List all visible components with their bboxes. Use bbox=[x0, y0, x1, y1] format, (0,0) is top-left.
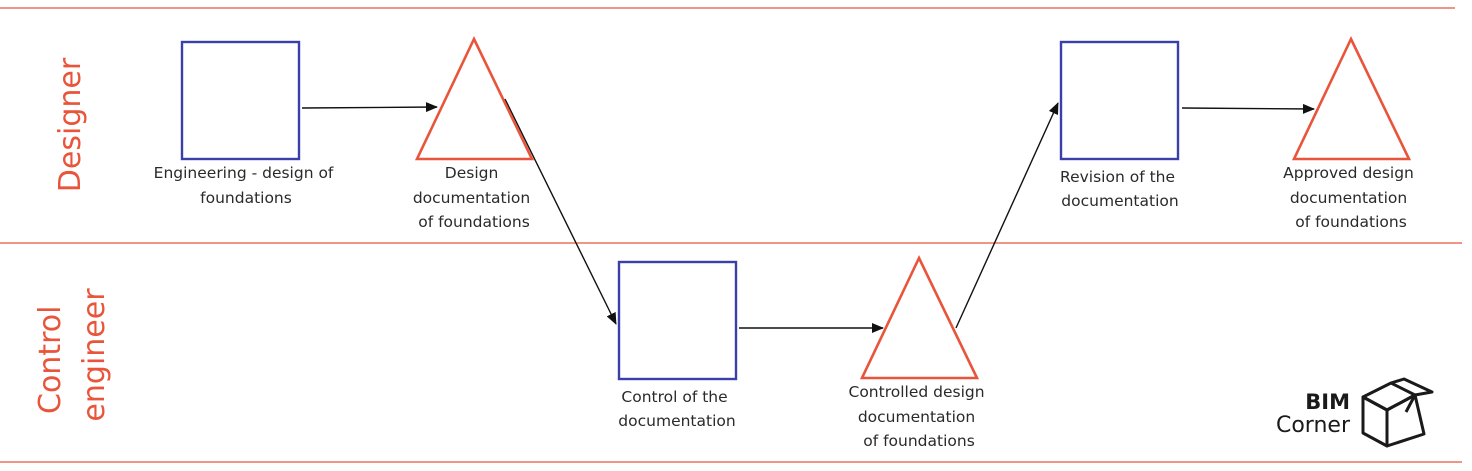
lane-separators bbox=[0, 7, 1462, 463]
activity-square bbox=[180, 40, 301, 161]
node-label: Revision of the documentation bbox=[1060, 168, 1180, 210]
lane-label-designer: Designer bbox=[53, 57, 88, 192]
lane-label-control-engineer: Control engineer bbox=[33, 288, 112, 422]
node-label: Engineering - design of foundations bbox=[154, 164, 339, 207]
edge-design-doc-to-control-doc bbox=[504, 98, 617, 325]
logo-text-bim: BIM bbox=[1305, 390, 1350, 414]
node-label: Control of the documentation bbox=[618, 388, 735, 430]
node-engineering: Engineering - design of foundations bbox=[154, 40, 339, 207]
activity-square bbox=[617, 260, 738, 381]
edge-controlled-doc-to-revision bbox=[955, 102, 1059, 329]
node-control-doc: Control of the documentation bbox=[617, 260, 738, 430]
logo-text-corner: Corner bbox=[1276, 413, 1351, 438]
artifact-triangle bbox=[414, 35, 535, 161]
activity-square bbox=[1059, 40, 1180, 161]
box-icon bbox=[1361, 377, 1434, 448]
node-approved-doc: Approved design documentation of foundat… bbox=[1283, 35, 1419, 231]
node-label: Controlled design documentation of found… bbox=[849, 383, 990, 450]
node-design-doc: Design documentation of foundations bbox=[413, 35, 535, 231]
node-controlled-doc: Controlled design documentation of found… bbox=[849, 254, 990, 450]
edge-engineering-to-design-doc bbox=[301, 102, 438, 113]
edge-revision-to-approved-doc bbox=[1181, 103, 1315, 114]
artifact-triangle bbox=[859, 254, 980, 380]
bim-corner-logo: BIM Corner bbox=[1276, 377, 1434, 448]
node-revision: Revision of the documentation bbox=[1059, 40, 1180, 210]
node-label: Design documentation of foundations bbox=[413, 164, 535, 231]
node-label: Approved design documentation of foundat… bbox=[1283, 164, 1419, 231]
edges bbox=[301, 98, 1315, 333]
artifact-triangle bbox=[1291, 35, 1412, 161]
